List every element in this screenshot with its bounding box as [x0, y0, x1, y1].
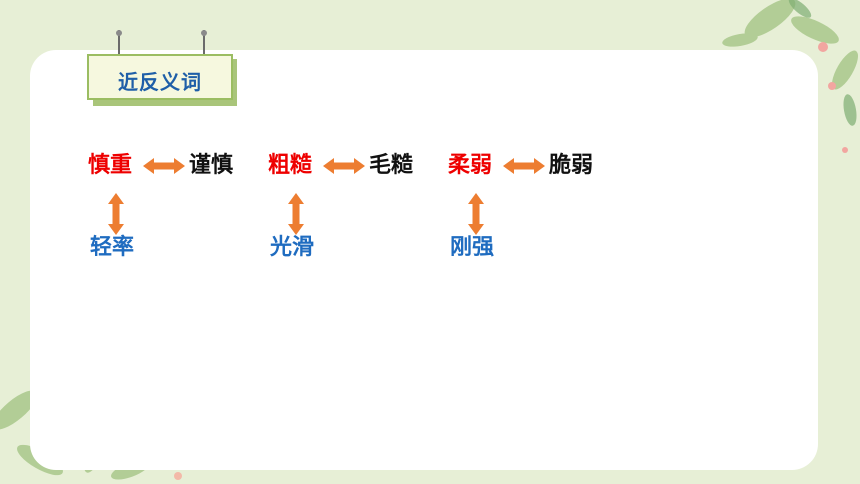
sign-nail — [201, 30, 207, 36]
synonym-3: 脆弱 — [549, 153, 594, 178]
sign-board: 近反义词 — [87, 54, 233, 100]
double-headed-vertical-arrow-icon — [288, 193, 304, 235]
sign-string — [118, 30, 120, 56]
antonym-2: 光滑 — [270, 235, 315, 260]
antonym-1: 轻率 — [90, 235, 135, 260]
word-1: 慎重 — [88, 153, 133, 178]
sign-string — [203, 30, 205, 56]
word-3: 柔弱 — [448, 153, 493, 178]
synonym-1: 谨慎 — [189, 153, 234, 178]
double-headed-horizontal-arrow-icon — [143, 158, 185, 174]
antonym-3: 刚强 — [450, 235, 495, 260]
double-headed-vertical-arrow-icon — [468, 193, 484, 235]
title-sign: 近反义词 — [87, 30, 237, 106]
double-headed-horizontal-arrow-icon — [503, 158, 545, 174]
synonym-2: 毛糙 — [369, 153, 414, 178]
sign-nail — [116, 30, 122, 36]
content-card — [30, 50, 818, 470]
double-headed-horizontal-arrow-icon — [323, 158, 365, 174]
double-headed-vertical-arrow-icon — [108, 193, 124, 235]
page-title: 近反义词 — [118, 70, 202, 94]
word-2: 粗糙 — [268, 153, 313, 178]
